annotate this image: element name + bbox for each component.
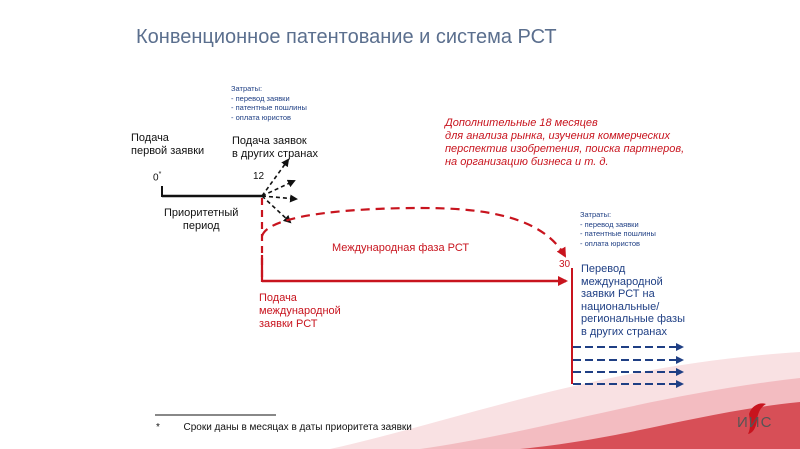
priority-period-label: Приоритетный период xyxy=(164,207,239,232)
pct-filing-label: Подача международной заявки РСТ xyxy=(259,292,341,330)
fan-arrow-4 xyxy=(261,195,292,224)
extra-months-note: Дополнительные 18 месяцев для анализа ры… xyxy=(445,117,685,168)
national-phase-label: Перевод международной заявки РСТ на наци… xyxy=(581,263,686,338)
international-phase-arc xyxy=(260,206,566,258)
mark-zero-value: 0 xyxy=(153,172,159,184)
wave-dark xyxy=(520,402,800,449)
mark-thirty: 30 xyxy=(559,259,571,270)
fan-arrow-1 xyxy=(261,158,290,197)
slide-title: Конвенционное патентование и система РСТ xyxy=(136,26,557,48)
footnote-text: Сроки даны в месяцах в даты приоритета з… xyxy=(183,422,412,433)
footnote: * Сроки даны в месяцах в даты приоритета… xyxy=(156,422,412,433)
first-filing-label: Подача первой заявки xyxy=(131,132,205,157)
footnote-star: * xyxy=(156,422,160,433)
mark-zero-star: * xyxy=(158,171,162,178)
fan-arrow-3 xyxy=(261,194,298,203)
costs-top: Затраты: - перевод заявки - патентные по… xyxy=(231,84,307,122)
mark-twelve: 12 xyxy=(253,171,265,182)
mark-zero: 0* xyxy=(153,171,161,183)
logo: ИИС xyxy=(737,414,773,431)
international-phase-label: Международная фаза РСТ xyxy=(332,242,470,254)
logo-mark xyxy=(748,403,766,434)
costs-right: Затраты: - перевод заявки - патентные по… xyxy=(580,210,656,248)
other-countries-label: Подача заявок в других странах xyxy=(232,135,318,160)
fan-arrow-2 xyxy=(261,179,296,197)
